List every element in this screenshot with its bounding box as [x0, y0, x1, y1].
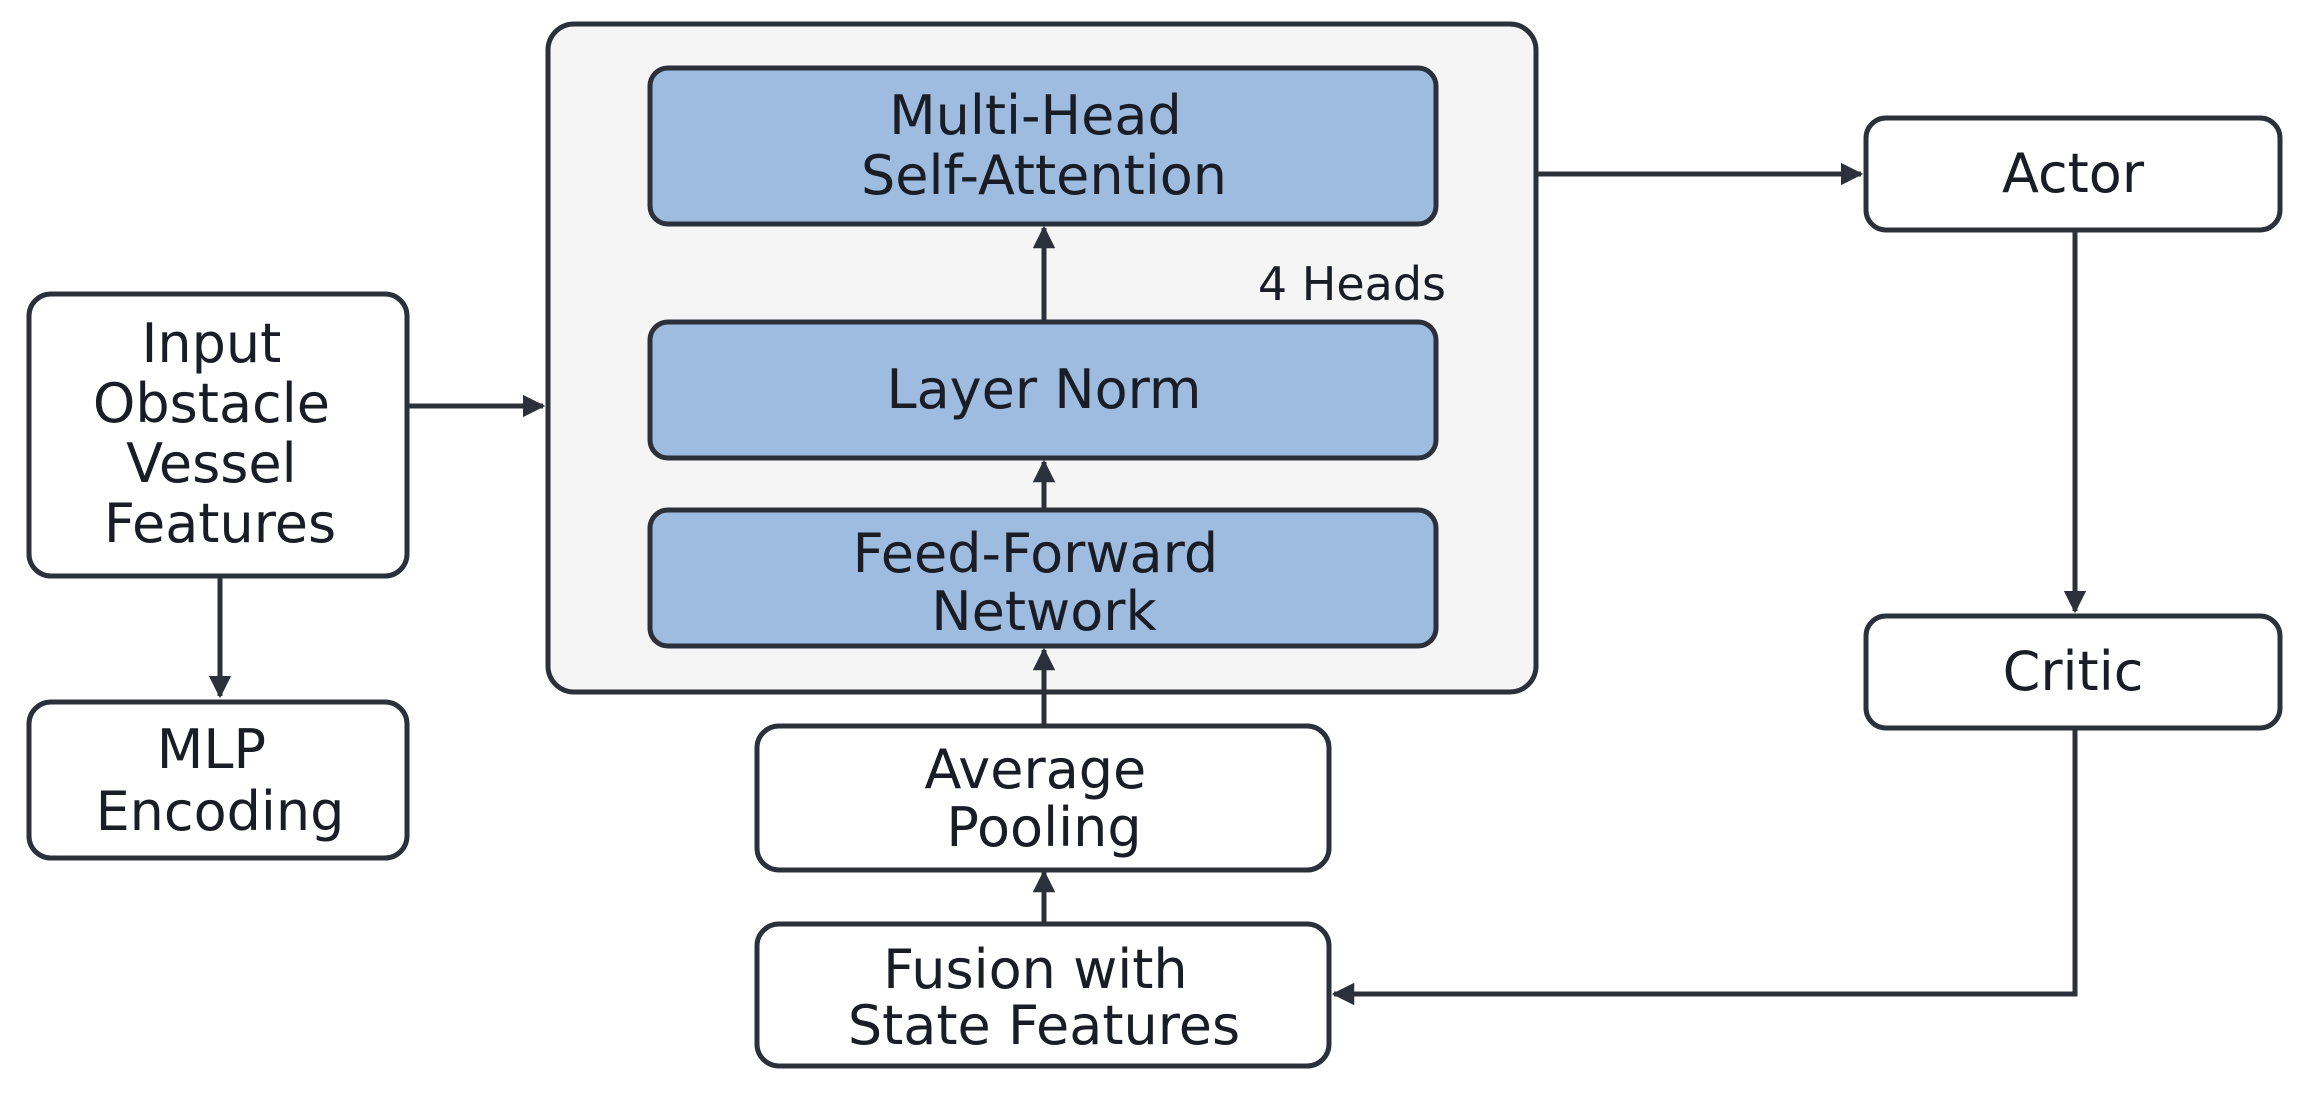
node-label-line: State Features [848, 994, 1240, 1057]
node-average-pooling: Average Pooling [754, 723, 1332, 873]
node-label-line: Fusion with [883, 938, 1187, 1001]
node-fusion-with-state-features: Fusion with State Features [754, 921, 1332, 1069]
node-label-line: MLP [157, 718, 266, 781]
node-label-line: Critic [2003, 640, 2144, 703]
node-label: Multi-Head Self-Attention [861, 84, 1227, 207]
node-label-line: Average [925, 738, 1147, 801]
node-label-line: Pooling [946, 796, 1141, 859]
node-input-features: Input Obstacle Vessel Features [26, 291, 410, 579]
node-label-line: Vessel [126, 432, 296, 495]
node-label-line: Features [104, 492, 336, 555]
edges [208, 162, 2087, 1006]
node-label-line: Network [931, 580, 1157, 643]
node-label: Layer Norm [886, 358, 1201, 421]
node-label: Critic [2003, 640, 2144, 703]
node-label: Feed-Forward Network [853, 522, 1236, 643]
node-label-line: Layer Norm [886, 358, 1201, 421]
node-multi-head-self-attention: Multi-Head Self-Attention [647, 65, 1439, 227]
node-actor: Actor [1863, 115, 2283, 233]
node-label-line: Actor [2002, 142, 2145, 205]
node-label: Fusion with State Features [848, 938, 1240, 1057]
node-label: Average Pooling [925, 738, 1164, 859]
node-critic: Critic [1863, 613, 2283, 731]
node-label-line: Obstacle [93, 372, 330, 435]
node-mlp-encoding: MLP Encoding [26, 699, 410, 861]
node-label: Actor [2002, 142, 2145, 205]
edge-critic-to-fusion [1331, 729, 2078, 1006]
node-feed-forward-network: Feed-Forward Network [647, 507, 1439, 649]
node-label-line: Feed-Forward [853, 522, 1218, 585]
node-label-line: Input [142, 312, 282, 375]
node-label-line: Self-Attention [861, 144, 1227, 207]
node-layer-norm: Layer Norm [647, 319, 1439, 461]
node-label-line: Encoding [96, 780, 345, 843]
node-label: MLP Encoding [96, 718, 345, 843]
node-label: Input Obstacle Vessel Features [93, 312, 347, 555]
heads-count-label: 4 Heads [1258, 257, 1446, 311]
node-label-line: Multi-Head [889, 84, 1182, 147]
